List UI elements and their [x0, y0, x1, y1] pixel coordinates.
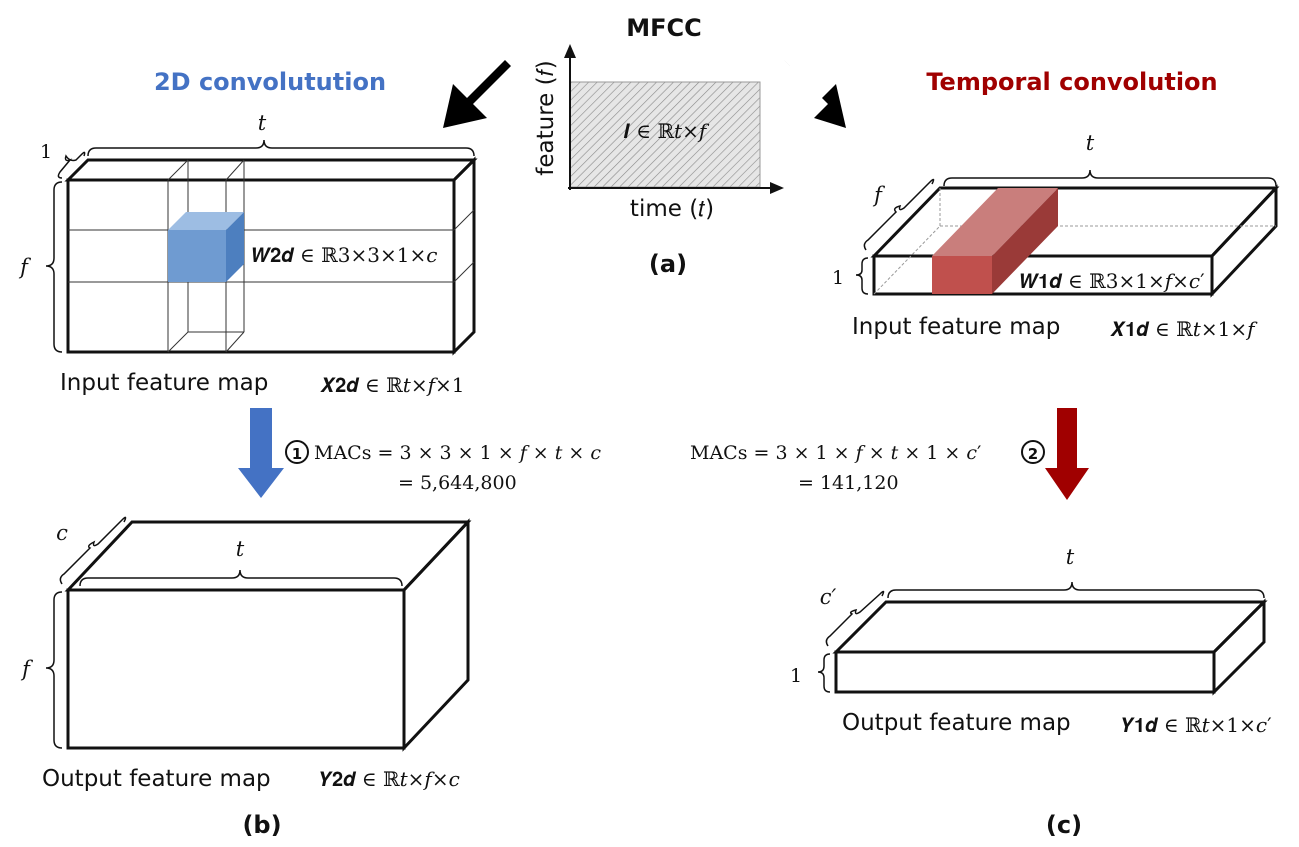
temporal-brace-out-1 [817, 653, 831, 693]
mfcc-y-label: feature (𝑓) [533, 60, 559, 175]
conv2d-down-arrow-icon [238, 408, 284, 498]
temporal-macs-formula: MACs = 3 × 1 × 𝑓 × 𝑡 × 1 × 𝑐′ [690, 442, 981, 464]
arrow-to-temporal-icon [784, 60, 846, 128]
panel-label-a: (a) [649, 250, 687, 278]
conv2d-out-dim-c: 𝑐 [56, 521, 68, 545]
temporal-brace-f [863, 178, 935, 251]
temporal-title: Temporal convolution [926, 68, 1217, 96]
conv2d-brace-t [87, 139, 475, 157]
temporal-output-box [832, 598, 1268, 696]
temporal-dim-1: 1 [832, 267, 844, 289]
conv2d-output-math: 𝒀𝟐𝒅 ∈ ℝ𝑡×𝑓×𝑐 [320, 767, 460, 791]
temporal-down-arrow-icon [1045, 408, 1089, 500]
conv2d-input-label: Input feature map [60, 370, 268, 396]
temporal-output-label: Output feature map [842, 710, 1071, 736]
conv2d-out-dim-t: 𝑡 [236, 537, 245, 561]
temporal-brace-out-t [887, 581, 1265, 599]
conv2d-dim-f: 𝑓 [18, 255, 31, 279]
mfcc-x-arrowhead [770, 182, 784, 194]
temporal-dim-t: 𝑡 [1086, 131, 1095, 155]
conv2d-output-box [64, 518, 472, 752]
temporal-macs-value: = 141,120 [798, 472, 899, 494]
conv2d-kernel-cube [168, 212, 244, 282]
conv2d-brace-f [45, 181, 63, 353]
conv2d-brace-1 [57, 151, 86, 179]
temporal-out-dim-1: 1 [790, 665, 802, 687]
conv2d-brace-c [59, 516, 127, 585]
conv2d-title: 2D convolutution [154, 68, 386, 96]
temporal-dim-f: 𝑓 [872, 183, 885, 207]
conv2d-step-num: 1 [292, 445, 302, 463]
temporal-input-math: 𝑿𝟏𝒅 ∈ ℝ𝑡×1×𝑓 [1110, 317, 1258, 341]
temporal-output-math: 𝒀𝟏𝒅 ∈ ℝ𝑡×1×𝑐′ [1122, 713, 1272, 737]
panel-label-c: (c) [1046, 811, 1082, 839]
conv2d-kernel-math: 𝑾𝟐𝒅 ∈ ℝ3×3×1×𝑐 [252, 243, 437, 267]
conv2d-panel: 2D convolutution � [18, 68, 601, 839]
temporal-step-circle-icon [1021, 440, 1045, 464]
conv2d-macs-formula: MACs = 3 × 3 × 1 × 𝑓 × 𝑡 × 𝑐 [314, 442, 601, 464]
mfcc-y-arrowhead [564, 44, 576, 58]
temporal-brace-1 [855, 257, 869, 295]
conv2d-output-label: Output feature map [42, 766, 271, 792]
temporal-panel: Temporal convolution 𝑾𝟏𝒅 ∈ ℝ3×1×𝑓×𝑐′ 𝑡 𝑓… [690, 68, 1280, 839]
mfcc-title: MFCC [626, 14, 702, 42]
mfcc-panel: MFCC feature (𝑓) time (𝑡) 𝑰 ∈ ℝ𝑡×𝑓 (a) [533, 14, 784, 278]
conv2d-brace-out-t [79, 569, 403, 587]
temporal-kernel-math: 𝑾𝟏𝒅 ∈ ℝ3×1×𝑓×𝑐′ [1020, 269, 1205, 293]
conv2d-input-math: 𝑿𝟐𝒅 ∈ ℝ𝑡×𝑓×1 [320, 373, 464, 397]
arrow-to-2d-icon [443, 60, 511, 128]
mfcc-x-label: time (𝑡) [630, 196, 714, 222]
temporal-brace-c [825, 590, 885, 647]
conv2d-macs-value: = 5,644,800 [398, 472, 517, 494]
temporal-step-num: 2 [1028, 445, 1038, 463]
temporal-out-dim-t: 𝑡 [1066, 545, 1075, 569]
temporal-input-label: Input feature map [852, 314, 1060, 340]
mfcc-spectrogram [569, 81, 761, 188]
conv2d-input-box [64, 156, 478, 356]
mfcc-input-math: 𝑰 ∈ ℝ𝑡×𝑓 [624, 119, 710, 143]
conv2d-dim-t: 𝑡 [258, 111, 267, 135]
temporal-out-dim-c: 𝑐′ [820, 585, 837, 609]
conv2d-step-circle-icon [285, 440, 309, 464]
conv2d-out-dim-f: 𝑓 [20, 657, 33, 681]
conv2d-brace-out-f [45, 591, 63, 749]
panel-label-b: (b) [242, 811, 281, 839]
temporal-kernel-bar [932, 188, 1058, 294]
conv2d-dim-1: 1 [40, 141, 52, 163]
temporal-brace-t [943, 169, 1277, 187]
